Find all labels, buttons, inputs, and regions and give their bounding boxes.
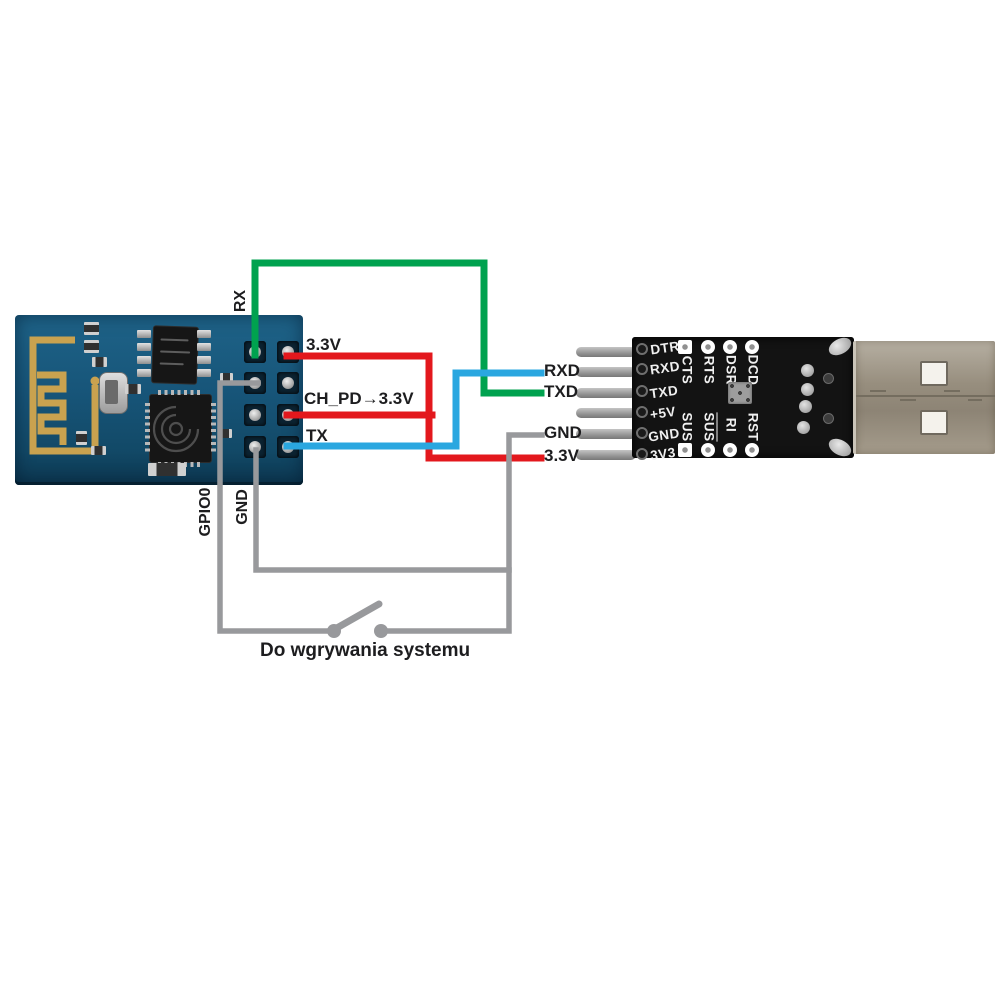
smd-component: [91, 446, 106, 455]
pcb-hole: [801, 383, 814, 396]
pcb-hole: [701, 443, 715, 457]
pcb-hole: [636, 406, 648, 418]
adapter-pin-rxd: [576, 367, 636, 377]
pcb-hole: [797, 421, 810, 434]
adapter-pin-dtr: [576, 347, 636, 357]
usb-connector-seam: [856, 395, 995, 397]
chip-pins-left: [145, 403, 150, 454]
pcb-hole: [636, 448, 648, 460]
esp-pin-gpio2: [244, 404, 266, 426]
smd-component: [148, 463, 186, 476]
pcb-hole: [801, 364, 814, 377]
pcb-hole: [745, 340, 759, 354]
flash-pad: [137, 369, 151, 377]
switch-blade: [331, 600, 383, 633]
pcb-hole: [823, 373, 834, 384]
smd-component: [125, 384, 141, 394]
pcb-hole: [701, 340, 715, 354]
pcb-hole: [636, 427, 648, 439]
pcb-hole: [745, 443, 759, 457]
flash-pad: [197, 356, 211, 364]
adapter-pin-3v3: [576, 450, 636, 460]
wire-vcc-3v3: [283, 352, 545, 462]
usb-a-connector: [853, 341, 995, 454]
flash-pad: [197, 343, 211, 351]
usb-serial-adapter-board: DTR RXD TXD +5V GND 3V3 CTS RTS DSR DCD …: [632, 334, 855, 463]
smd-ic: [728, 382, 752, 404]
pcb-hole: [823, 413, 834, 424]
usb-seam-notch: [968, 399, 982, 401]
espressif-swirl-logo: [152, 405, 200, 453]
usb-seam-notch: [944, 390, 960, 392]
esp8266-chip: [145, 390, 216, 467]
wire-gpio0-switch: [217, 380, 331, 634]
usb-seam-notch: [870, 390, 886, 392]
wire-rx-txd: [251, 259, 545, 397]
wire-gnd-switch: [384, 432, 545, 634]
pcb-antenna: [29, 336, 100, 455]
smd-component: [84, 322, 99, 335]
flash-pad: [197, 330, 211, 338]
usb-connector-hole: [920, 361, 948, 386]
smd-component: [92, 357, 107, 367]
wire-tx-rxd: [283, 369, 545, 450]
pcb-hole: [723, 340, 737, 354]
flash-pad: [197, 369, 211, 377]
adapter-pin-txd: [576, 388, 636, 398]
wire-espgnd: [253, 447, 512, 573]
smd-component: [76, 431, 87, 445]
chip-pins-right: [211, 403, 216, 454]
pcb-hole: [636, 363, 648, 375]
usb-seam-notch: [900, 399, 916, 401]
smd-component: [84, 340, 99, 353]
pcb-hole-square: [678, 340, 692, 354]
pcb-hole-square: [678, 443, 692, 457]
smd-component: [219, 429, 232, 438]
pcb-hole: [636, 343, 648, 355]
switch-terminal-left: [327, 624, 341, 638]
antenna-via: [90, 376, 100, 386]
antenna-trace-meander: [37, 371, 67, 445]
switch-terminal-right: [374, 624, 388, 638]
flash-pad: [137, 330, 151, 338]
flash-pad: [137, 356, 151, 364]
pcb-hole: [723, 443, 737, 457]
pcb-hole: [799, 400, 812, 413]
adapter-pin-5v: [576, 408, 636, 418]
flash-pad: [137, 343, 151, 351]
usb-connector-hole: [920, 410, 948, 435]
esp-pin-rst: [277, 372, 299, 394]
chip-pins-top: [158, 390, 203, 395]
pcb-hole: [636, 385, 648, 397]
smd-component: [220, 373, 233, 382]
adapter-pin-gnd: [576, 429, 636, 439]
antenna-trace-outer: [29, 336, 97, 455]
